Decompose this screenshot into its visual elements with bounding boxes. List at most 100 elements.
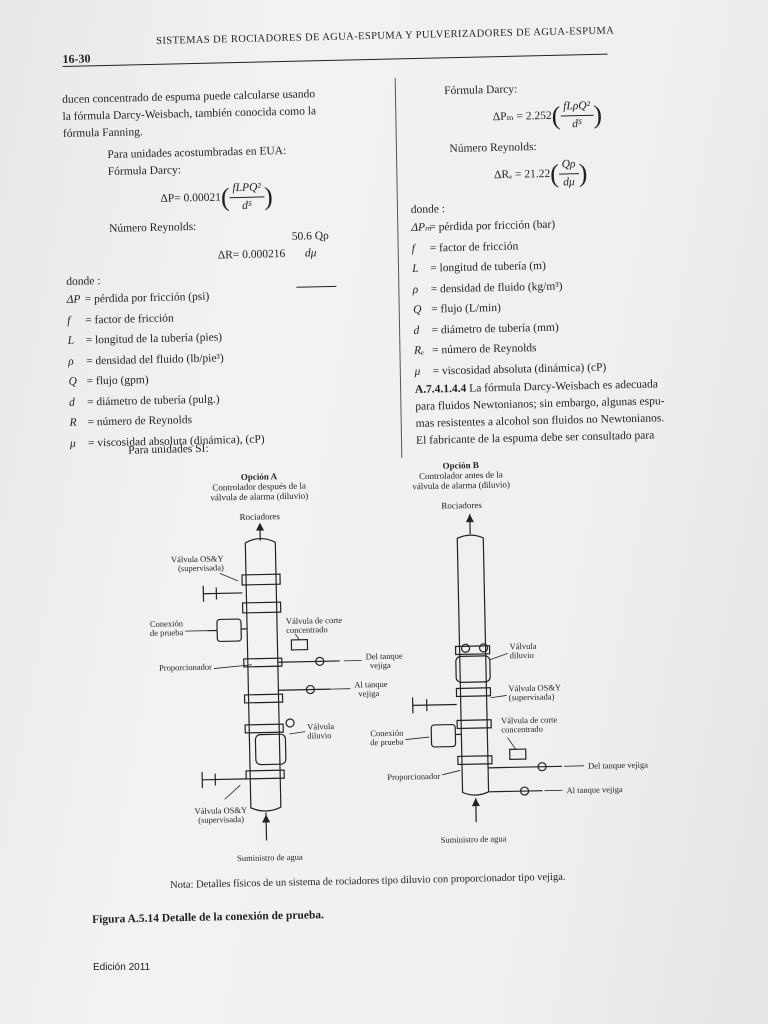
a-diluvio-label-2: diluvio <box>307 730 331 741</box>
b-deluge-valve-body <box>455 655 491 683</box>
b-corte-label-2: concentrado <box>501 724 543 735</box>
us-definition-row: ΔP= pérdida por fricción (psi) <box>67 289 210 309</box>
us-definition-text: = densidad del fluido (lb/pie³) <box>85 351 224 368</box>
b-osy-label-2: (supervisada) <box>508 691 554 702</box>
b-proporcionador-leader <box>442 770 461 776</box>
b-diluvio-label-2: diluvio <box>510 650 534 661</box>
blank-rule <box>296 285 337 288</box>
us-definition-text: = número de Reynolds <box>87 414 193 429</box>
us-definition-row: Q= flujo (gpm) <box>68 372 148 391</box>
figure-diagram: Opción A Controlador después de la válvu… <box>150 460 649 863</box>
darcy-label-si: Fórmula Darcy: <box>444 83 518 98</box>
si-definition-text: = densidad de fluido (kg/m³) <box>430 280 563 296</box>
a-shutoff-valve <box>290 638 309 651</box>
donde-us: donde : <box>66 275 101 288</box>
darcy-den-us: d⁵ <box>242 199 253 212</box>
b-diluvio-leader <box>489 653 508 661</box>
a-osy-bottom-stem <box>202 778 247 781</box>
si-definition-symbol: Q <box>412 303 422 316</box>
b-osy-label-1: Válvula OS&Y <box>508 682 561 693</box>
b-suministro-label: Suministro de agua <box>441 833 507 844</box>
a-osy-bottom-leader <box>224 784 241 800</box>
a-deluge-valve-body <box>254 733 287 766</box>
darcy-lhs-si: ΔPₘ = 2.252 <box>492 109 552 124</box>
si-definition-text: = longitud de tubería (m) <box>430 259 547 275</box>
para-text-1: La fórmula Darcy-Weisbach es adecuada <box>469 378 659 395</box>
figure-title: Figura A.5.14 Detalle de la conexión de … <box>92 909 325 926</box>
option-b-title: Opción B <box>442 460 478 471</box>
b-to-tank-pipe <box>488 790 543 793</box>
si-definition-symbol: ΔPₘ <box>411 221 433 234</box>
si-definition-text: = número de Reynolds <box>431 342 537 357</box>
reynolds-num-us: 50.6 Qρ <box>291 229 329 243</box>
b-from-tank-union <box>537 762 547 772</box>
b-conexion-label-1: Conexión <box>370 728 404 739</box>
a-osy-top-label-2: (supervisada) <box>178 562 224 573</box>
reynolds-num-si: Qρ <box>558 156 579 175</box>
a-osy-top-stem <box>203 592 243 595</box>
a-osy-top-label-1: Válvula OS&Y <box>171 553 224 564</box>
a-diluvio-leader <box>289 731 306 735</box>
a-arrowhead-bottom <box>262 814 271 823</box>
si-definition-row: ρ= densidad de fluido (kg/m³) <box>412 278 563 298</box>
b-del-tanque-label: Del tanque vejiga <box>588 759 648 770</box>
darcy-label-us: Fórmula Darcy: <box>107 164 182 178</box>
a-proporcionador-label: Proporcionador <box>159 662 212 673</box>
a-corte-label-1: Válvula de corte <box>286 615 343 626</box>
us-definition-row: ρ= densidad del fluido (lb/pie³) <box>68 350 224 371</box>
a-conexion-label-2: de prueba <box>150 627 184 638</box>
option-a-subtitle-2: válvula de alarma (diluvio) <box>210 491 308 503</box>
b-flange-3 <box>456 719 492 730</box>
reynolds-lhs-us: ΔR= 0.000216 <box>217 247 286 262</box>
a-del-tanque-label-1: Del tanque <box>366 651 403 662</box>
option-a-subtitle-1: Controlador después de la <box>212 481 306 493</box>
b-arrowhead-top <box>465 514 474 523</box>
us-definition-row: L= longitud de la tubería (pies) <box>67 329 223 350</box>
b-flange-4 <box>457 755 493 766</box>
a-corte-label-2: concentrado <box>286 624 328 635</box>
darcy-den-si: d⁵ <box>572 118 583 131</box>
a-corte-leader <box>294 633 300 640</box>
reynolds-lhs-si: ΔRₑ = 21.22 <box>493 167 551 182</box>
b-al-tanque-label: Al tanque vejiga <box>566 784 623 795</box>
us-definition-symbol: Q <box>68 375 78 388</box>
us-definition-symbol: f <box>67 314 71 327</box>
si-definition-row: Q = flujo (L/min) <box>413 300 501 319</box>
darcy-num-si: fLρQ² <box>560 97 594 117</box>
b-diluvio-label-1: Válvula <box>509 641 536 652</box>
us-definition-symbol: μ <box>69 437 76 450</box>
si-definition-row: d= diámetro de tubería (mm) <box>413 319 559 339</box>
b-conexion-leader <box>405 736 430 740</box>
us-definition-symbol: R <box>69 416 77 429</box>
a-suministro-label: Suministro de agua <box>237 852 303 863</box>
option-b-pipe <box>411 534 563 796</box>
b-shutoff-valve <box>509 748 527 760</box>
si-definition-text: = flujo (L/min) <box>430 301 501 316</box>
a-deluge-gauge <box>285 718 295 728</box>
us-definition-row: R = número de Reynolds <box>69 412 192 432</box>
us-definition-text: = diámetro de tubería (pulg.) <box>86 393 220 409</box>
units-si-heading: Para unidades SI: <box>128 442 209 457</box>
a-flange-2 <box>241 601 282 614</box>
running-title: SISTEMAS DE ROCIADORES DE AGUA-ESPUMA Y … <box>156 25 615 47</box>
a-to-tank-pipe <box>278 688 331 691</box>
b-deluge-gauge-2 <box>478 643 489 653</box>
a-flange-4 <box>243 693 284 704</box>
us-definition-row: f= factor de fricción <box>67 310 174 329</box>
si-definition-row: ΔPₘ= pérdida por fricción (bar) <box>411 217 555 237</box>
b-corte-label-1: Válvula de corte <box>501 714 558 725</box>
si-definition-row: f= factor de fricción <box>412 238 519 257</box>
a-flange-3 <box>243 657 283 668</box>
si-definition-symbol: μ <box>414 365 421 378</box>
us-definition-symbol: d <box>68 396 75 409</box>
a-osy-bottom-label-2: (supervisada) <box>198 814 244 825</box>
a-test-connection-body <box>216 618 242 643</box>
b-proporcionador-label: Proporcionador <box>387 771 440 782</box>
edition-footer: Edición 2011 <box>93 962 151 973</box>
reynolds-label-si: Número Reynolds: <box>449 141 537 156</box>
si-definition-row: Rₑ= número de Reynolds <box>414 340 537 360</box>
